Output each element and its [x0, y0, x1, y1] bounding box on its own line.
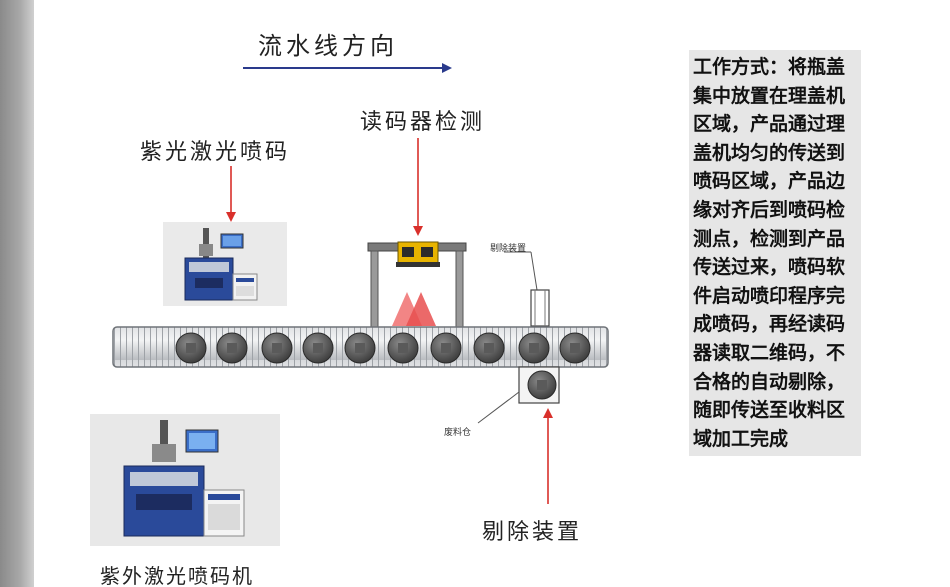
- uv-callout-arrow: [226, 166, 236, 222]
- reader-label: 读码器检测: [360, 110, 486, 135]
- bottle-cap: [302, 332, 334, 364]
- up-arrow-icon: [543, 408, 553, 418]
- flow-direction-arrow: [243, 63, 452, 73]
- waste-bin-label: 废料仓: [444, 428, 472, 438]
- bottle-caps: [175, 332, 591, 364]
- bottle-cap: [518, 332, 550, 364]
- reject-callout-arrow: [543, 408, 553, 504]
- bottle-cap: [175, 332, 207, 364]
- uv-marking-label: 紫光激光喷码: [140, 140, 291, 165]
- work-description: 工作方式：将瓶盖集中放置在理盖机区域，产品通过理盖机均匀的传送到喷码区域，产品边…: [689, 50, 861, 457]
- bottle-cap: [344, 332, 376, 364]
- down-arrow-icon: [226, 212, 236, 222]
- down-arrow-icon: [413, 226, 423, 236]
- laser-beams: [392, 292, 436, 326]
- uv-machine-label: 紫外激光喷码机: [100, 564, 254, 587]
- reject-device: [504, 251, 550, 327]
- bottle-cap: [216, 332, 248, 364]
- bottle-cap: [430, 332, 462, 364]
- reject-small-label: 剔除装置: [490, 244, 527, 254]
- uv-laser-machine-photo-large: [90, 414, 280, 546]
- barcode-reader: [396, 241, 440, 267]
- bottle-cap: [261, 332, 293, 364]
- reader-callout-arrow: [413, 138, 423, 236]
- left-edge-bar: [0, 0, 34, 587]
- uv-laser-machine-photo-small: [163, 222, 287, 306]
- bottle-cap: [473, 332, 505, 364]
- waste-bin: [477, 366, 560, 424]
- reject-device-label: 剔除装置: [482, 520, 583, 545]
- flow-direction-label: 流水线方向: [258, 32, 398, 60]
- right-arrow-icon: [442, 63, 452, 73]
- bottle-cap: [387, 332, 419, 364]
- bottle-cap: [559, 332, 591, 364]
